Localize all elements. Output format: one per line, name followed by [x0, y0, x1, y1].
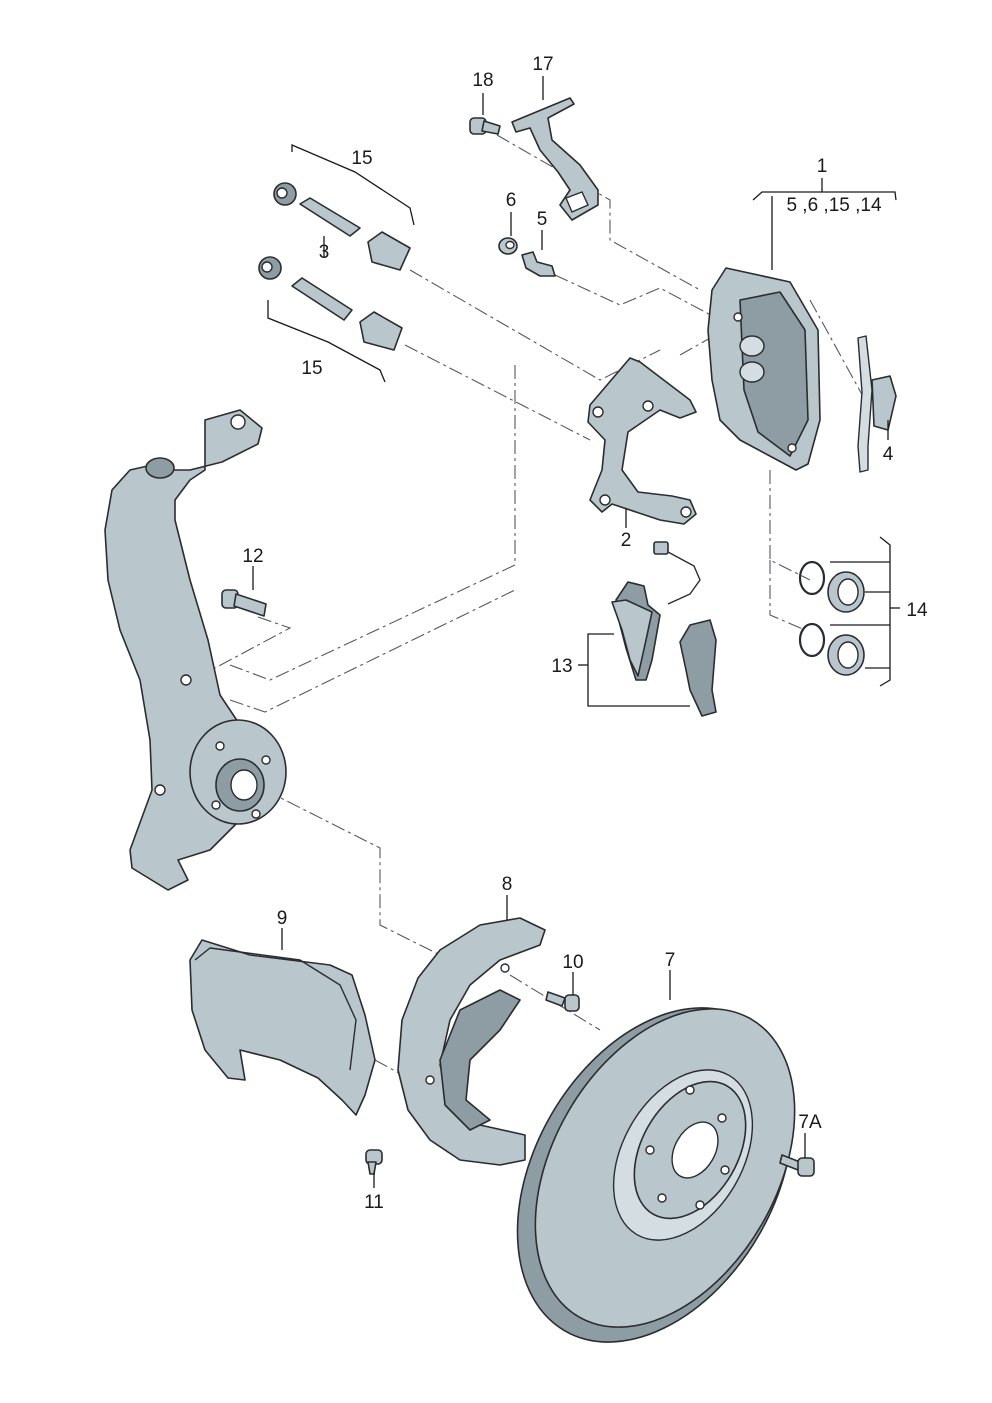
callout-5: 5: [537, 209, 548, 230]
part-2-caliper-carrier: [587, 357, 697, 525]
callout-1-components: 5 ,6 ,15 ,14: [786, 195, 882, 216]
callout-2: 2: [621, 530, 632, 551]
part-10-screw: [545, 991, 580, 1012]
part-15-guide-pin-lower: [258, 256, 403, 351]
part-6-cap: [498, 237, 518, 255]
part-1-brake-caliper: [707, 267, 821, 471]
callout-17: 17: [532, 54, 553, 75]
part-9-cover: [189, 939, 376, 1116]
part-5-bleed-valve: [521, 251, 556, 277]
callout-4: 4: [883, 444, 894, 465]
callout-7a: 7A: [798, 1112, 822, 1133]
callout-13: 13: [551, 656, 572, 677]
callout-14: 14: [906, 600, 928, 621]
part-7a-screw: [779, 1154, 815, 1177]
callout-6: 6: [506, 190, 517, 211]
part-13-brake-pads: [611, 541, 717, 717]
callout-18: 18: [472, 70, 493, 91]
part-8-backing-plate: [397, 917, 546, 1166]
part-15-guide-pin-upper: [273, 182, 411, 271]
part-4-anti-rattle-spring: [857, 335, 897, 473]
wheel-hub: [189, 719, 287, 825]
callout-11: 11: [364, 1192, 384, 1213]
assembly-lines: [214, 134, 866, 1161]
callout-15-top: 15: [351, 148, 372, 169]
callout-12: 12: [242, 546, 263, 567]
callout-8: 8: [502, 874, 513, 895]
callout-1: 1: [817, 156, 828, 177]
callout-labels: 18 17 6 5 15 3 15 1 5 ,6 ,15 ,14 4 2 14 …: [242, 54, 928, 1213]
callout-3: 3: [319, 242, 330, 263]
part-18-bolt: [469, 117, 501, 135]
part-14-piston-seals: [798, 560, 865, 676]
leader-lines: [252, 76, 900, 1188]
part-11-screw: [365, 1149, 383, 1175]
part-17-hose-bracket: [511, 97, 599, 221]
callout-9: 9: [277, 908, 288, 929]
part-7-brake-disc: [516, 1007, 796, 1343]
callout-7: 7: [665, 950, 676, 971]
callout-15-bottom: 15: [301, 358, 322, 379]
callout-10: 10: [562, 952, 583, 973]
part-12-bolt: [221, 589, 267, 617]
